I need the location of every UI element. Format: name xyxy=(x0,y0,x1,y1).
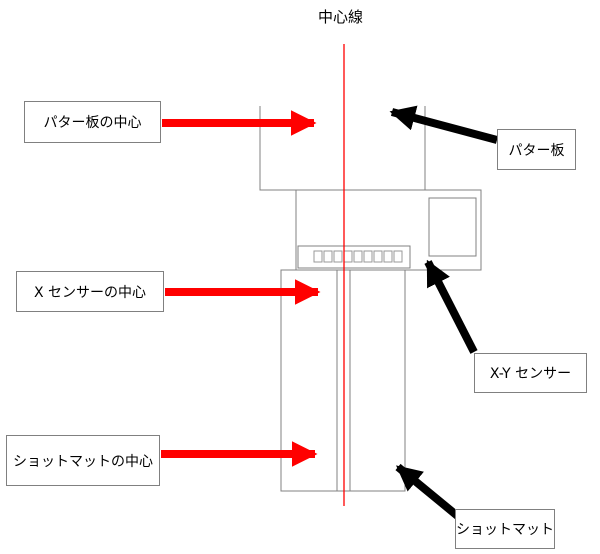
xy-sensor-strip-cells xyxy=(313,250,403,263)
shot-mat-outline xyxy=(280,269,406,492)
label-xy-sensor: X-Y センサー xyxy=(474,353,587,393)
xy-sensor-arrow xyxy=(424,259,478,354)
putter-board-arrow xyxy=(389,105,499,144)
putter-board-outline xyxy=(259,106,296,191)
label-shot-mat-center: ショットマットの中心 xyxy=(6,435,160,486)
xy-sensor-inner-square xyxy=(428,197,477,257)
label-x-sensor-center: X センサーの中心 xyxy=(16,271,164,312)
label-putter-center: パター板の中心 xyxy=(24,101,161,143)
diagram-title: 中心線 xyxy=(318,8,364,26)
xy-sensor-box xyxy=(295,189,482,271)
shot-mat-arrow xyxy=(395,463,463,522)
label-putter-board: パター板 xyxy=(497,129,576,170)
label-shot-mat: ショットマット xyxy=(455,509,555,549)
xy-sensor-strip xyxy=(297,245,411,269)
